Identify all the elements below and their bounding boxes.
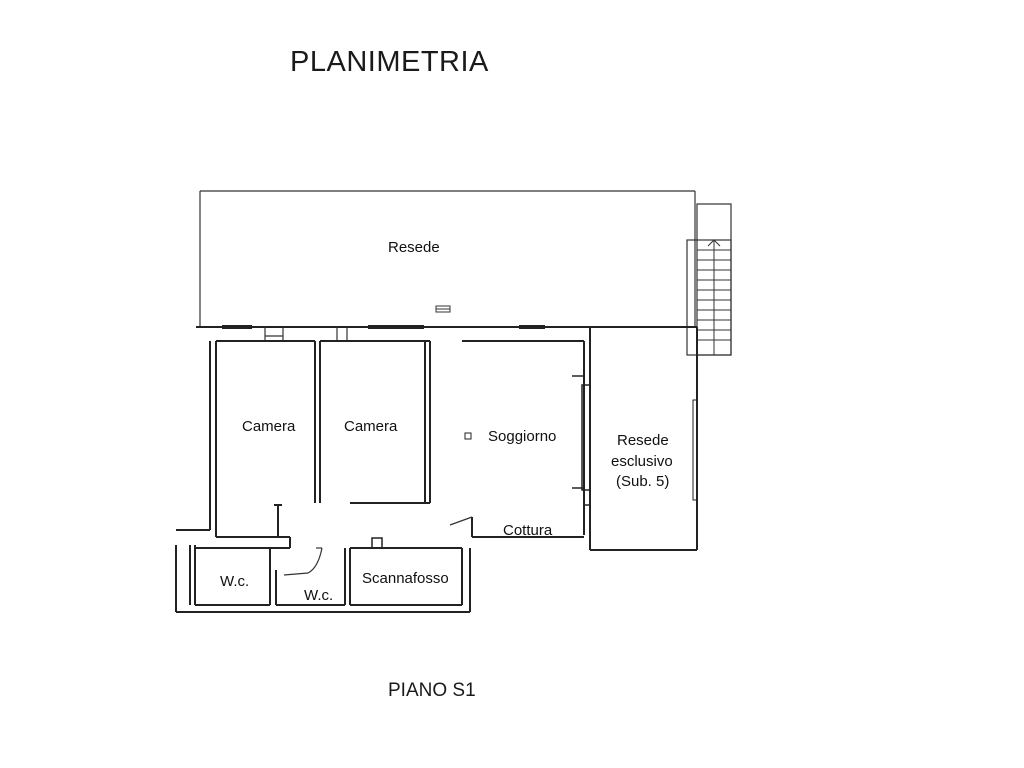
room-soggiorno-label: Soggiorno [488,428,556,445]
room-resede-esclusivo-line3: (Sub. 5) [616,473,669,490]
resede-area [199,190,696,327]
apartment-walls [175,325,698,613]
room-camera-2-label: Camera [344,418,398,435]
plan-title: PLANIMETRIA [290,46,489,78]
room-scannafosso-label: Scannafosso [362,570,449,587]
room-resede-esclusivo-line2: esclusivo [611,453,673,470]
room-resede-esclusivo-line1: Resede [617,432,669,449]
room-wc-1-label: W.c. [220,573,249,590]
room-camera-1-label: Camera [242,418,296,435]
room-cottura-label: Cottura [503,522,553,539]
room-resede-label: Resede [388,239,440,256]
column-symbol [464,432,472,440]
floor-label: PIANO S1 [388,680,476,701]
room-wc-2-label: W.c. [304,587,333,604]
staircase [686,203,732,356]
